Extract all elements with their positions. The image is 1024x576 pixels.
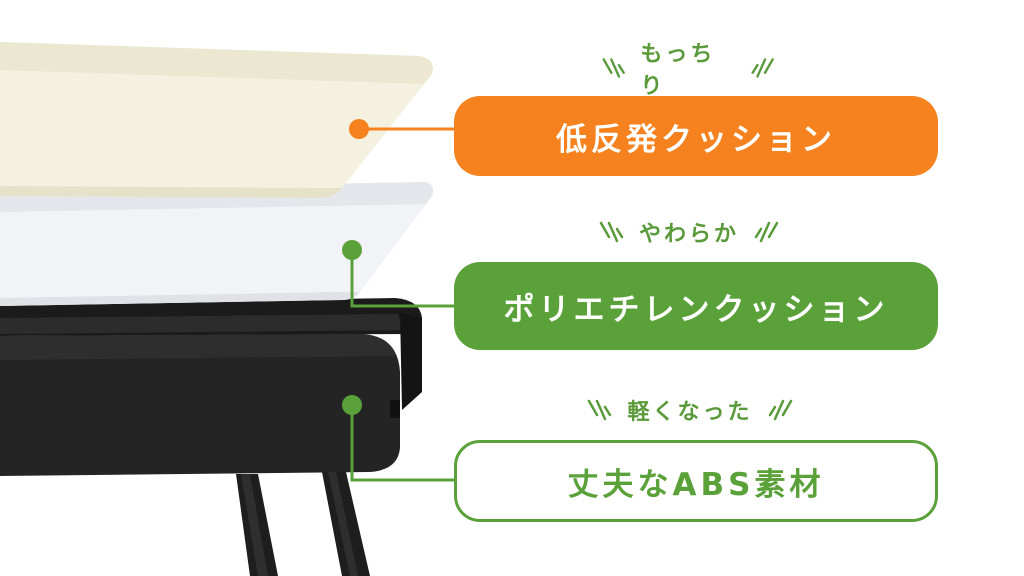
connector-polyethylene	[342, 240, 456, 308]
memory-foam-cushion-layer	[0, 42, 433, 198]
sparkle-lines-left-icon	[602, 58, 625, 78]
abs-base-body	[0, 298, 422, 476]
label-memory-foam: 低反発クッション	[454, 96, 938, 176]
tagline-polyethylene: やわらか	[584, 214, 794, 250]
label-abs: 丈夫なABS素材	[454, 440, 938, 522]
label-text: ポリエチレンクッション	[503, 291, 889, 328]
tagline-text: 軽くなった	[627, 400, 753, 425]
tagline-abs: 軽くなった	[570, 392, 810, 428]
sparkle-lines-right-icon	[751, 58, 774, 78]
connector-abs	[342, 395, 456, 482]
tagline-memory-foam: もっちり	[598, 42, 778, 99]
connector-memory-foam	[349, 119, 456, 139]
label-text: 丈夫なABS素材	[567, 466, 825, 503]
sparkle-lines-left-icon	[599, 221, 624, 243]
sparkle-lines-right-icon	[768, 399, 792, 421]
tagline-text: もっちり	[640, 42, 716, 99]
sparkle-lines-right-icon	[754, 221, 779, 243]
label-text: 低反発クッション	[556, 121, 836, 158]
polyethylene-cushion-layer	[0, 182, 434, 306]
tagline-text: やわらか	[638, 222, 739, 247]
sparkle-lines-left-icon	[588, 399, 612, 421]
abs-base-legs	[236, 472, 370, 576]
label-polyethylene: ポリエチレンクッション	[454, 262, 938, 350]
